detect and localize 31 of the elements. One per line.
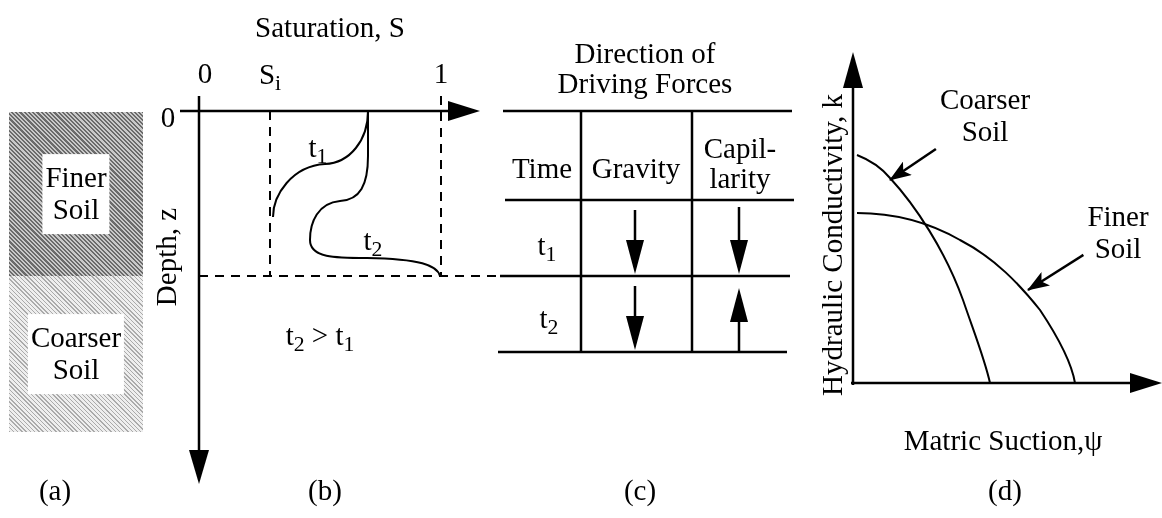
note-text: t$_{2}$ > t$_{1}$	[285, 319, 355, 351]
curve-label: t$_{2}$	[363, 224, 383, 256]
tick-label: S$_{i}$	[258, 58, 282, 90]
soil-layer	[9, 112, 143, 276]
time-label: t$_{1}$	[537, 229, 557, 261]
panel-label: (a)	[38, 474, 72, 506]
time-label: t$_{2}$	[539, 302, 559, 334]
column-header: Gravity	[591, 152, 681, 184]
conductivity-curve	[856, 212, 1076, 384]
curve-label: Coarser Soil	[939, 84, 1031, 148]
axis-title: Hydraulic Conductivity, k	[816, 94, 848, 396]
column-header: Capil- larity	[702, 132, 778, 194]
leader-arrow	[889, 148, 937, 182]
soil-layer	[9, 276, 143, 432]
panel-label: (c)	[623, 474, 657, 506]
curve-label: Finer Soil	[1087, 201, 1149, 265]
tick-label: 1	[433, 57, 449, 89]
layer-label: Finer Soil	[42, 154, 110, 234]
column-header: Time	[511, 152, 573, 184]
axis-title: Depth, z	[150, 207, 182, 307]
leader-arrow	[1027, 253, 1085, 292]
tick-label: 0	[197, 57, 213, 89]
axis-title: Matric Suction,ψ	[903, 424, 1103, 456]
table-title: Direction of Driving Forces	[556, 37, 734, 99]
curve-label: t$_{1}$	[308, 131, 328, 163]
tick-label: 0	[160, 101, 176, 133]
panel-label: (d)	[988, 474, 1022, 506]
layer-label: Coarser Soil	[27, 314, 125, 394]
conductivity-curve	[856, 154, 991, 384]
axis-title: Saturation, S	[255, 11, 405, 43]
panel-label: (b)	[308, 474, 342, 506]
